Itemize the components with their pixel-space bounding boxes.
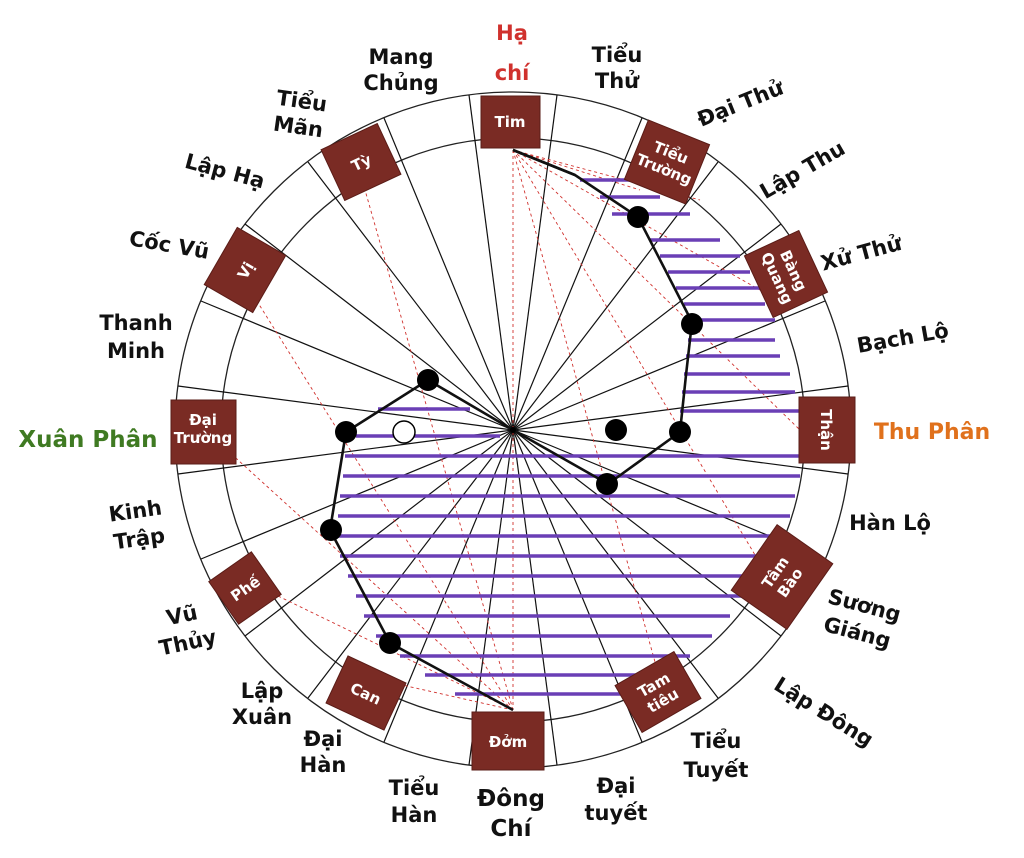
svg-text:Tiểu: Tiểu — [592, 42, 643, 67]
center-hub — [510, 427, 516, 433]
dashed-connectors — [204, 149, 801, 711]
svg-text:Tiểu: Tiểu — [691, 728, 742, 753]
label-lap-ha: Lập Hạ — [182, 149, 267, 193]
svg-text:Tuyết: Tuyết — [684, 758, 749, 782]
hatch-fill — [336, 178, 800, 696]
organ-box-dom: Đởm — [471, 711, 545, 771]
svg-text:Tiểu: Tiểu — [389, 775, 440, 800]
label-tieu-han: Tiểu Hàn — [389, 775, 440, 827]
svg-text:tuyết: tuyết — [585, 801, 648, 825]
svg-text:Đại: Đại — [189, 411, 217, 429]
svg-text:Thận: Thận — [817, 409, 835, 451]
organ-box-tam-bao: Tâm Bào — [730, 524, 834, 630]
svg-text:Thử: Thử — [595, 69, 640, 93]
svg-text:Trập: Trập — [112, 523, 166, 554]
organ-box-tieu-truong: Tiểu Trường — [623, 119, 711, 205]
svg-text:Đại: Đại — [597, 774, 636, 798]
organ-box-bang-quang: Bàng Quang — [743, 229, 829, 319]
label-dai-thu: Đại Thử — [694, 75, 788, 132]
label-tieu-thu: Tiểu Thử — [592, 42, 643, 93]
svg-text:Hàn: Hàn — [391, 803, 438, 827]
label-bach-lo: Bạch Lộ — [855, 318, 950, 358]
label-xu-thu: Xử Thử — [818, 231, 905, 276]
svg-text:Đại: Đại — [304, 727, 343, 751]
svg-text:Tim: Tim — [494, 113, 525, 131]
label-ha-chi: Hạ chí — [495, 21, 531, 85]
organ-box-tam-tieu: Tam tiêu — [614, 650, 702, 734]
svg-text:Minh: Minh — [107, 339, 165, 363]
label-tieu-man: Tiểu Mãn — [272, 85, 329, 143]
svg-text:chí: chí — [495, 61, 531, 85]
svg-text:Thanh: Thanh — [99, 311, 172, 335]
label-mang-chung: Mang Chủng — [363, 45, 438, 95]
svg-text:Hàn: Hàn — [300, 753, 347, 777]
svg-text:Đông: Đông — [477, 786, 545, 812]
svg-text:Đởm: Đởm — [489, 733, 528, 751]
label-lap-thu: Lập Thu — [756, 136, 850, 204]
label-dong-chi: Đông Chí — [477, 786, 545, 842]
svg-text:Hạ: Hạ — [496, 21, 528, 45]
label-coc-vu: Cốc Vũ — [127, 226, 211, 264]
label-dai-han: Đại Hàn — [300, 727, 347, 777]
data-points — [320, 206, 703, 654]
organ-box-than: Thận — [798, 396, 856, 464]
organ-box-can: Can — [325, 655, 407, 731]
label-vu-thuy: Vũ Thủy — [157, 600, 219, 661]
label-xuan-phan: Xuân Phân — [18, 427, 157, 453]
organ-box-tim: Tim — [480, 95, 541, 149]
label-tieu-tuyet: Tiểu Tuyết — [684, 728, 749, 782]
svg-text:Vũ: Vũ — [164, 600, 200, 630]
organ-box-dai-truong: Đại Trường — [170, 399, 237, 465]
svg-text:Thủy: Thủy — [157, 625, 219, 661]
label-thu-phan: Thu Phân — [874, 420, 990, 445]
svg-text:Trường: Trường — [174, 429, 232, 447]
label-lap-dong: Lập Đông — [770, 672, 878, 752]
label-dai-tuyet: Đại tuyết — [585, 774, 648, 825]
svg-text:Kinh: Kinh — [107, 496, 163, 527]
organ-box-vi: Vị — [203, 226, 287, 314]
svg-text:Xuân: Xuân — [232, 705, 292, 729]
svg-text:Vị: Vị — [234, 259, 258, 283]
label-lap-xuan: Lập Xuân — [232, 679, 292, 729]
label-kinh-trap: Kinh Trập — [107, 496, 166, 555]
label-han-lo: Hàn Lộ — [849, 511, 931, 535]
svg-text:Mang: Mang — [368, 45, 433, 69]
organ-box-phe: Phế — [208, 551, 282, 625]
label-suong-giang: Sương Giáng — [821, 584, 904, 653]
svg-text:Mãn: Mãn — [272, 112, 325, 143]
svg-text:Lập: Lập — [241, 679, 284, 703]
svg-text:Chí: Chí — [490, 816, 532, 842]
label-thanh-minh: Thanh Minh — [99, 311, 172, 363]
organ-box-ty: Tỳ — [320, 122, 402, 202]
svg-text:Chủng: Chủng — [363, 71, 438, 95]
